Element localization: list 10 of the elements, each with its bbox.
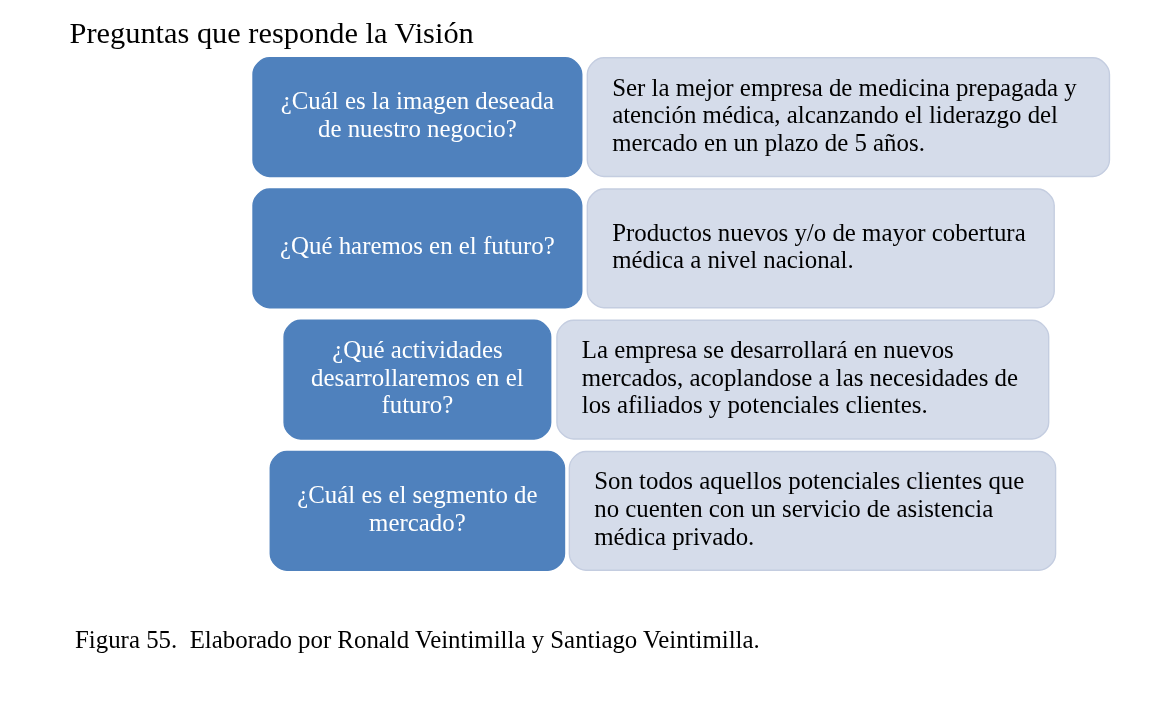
diagram-title: Preguntas que responde la Visión bbox=[69, 16, 474, 51]
node-box: ¿Qué haremos en el futuro? bbox=[251, 188, 582, 309]
caption: Figura 55. Elaborado por Ronald Veintimilla y Santiago Veintimilla. bbox=[74, 626, 760, 654]
node-box: Ser la mejor empresa de medicina prepagada y atención médica, alcanzando el liderazgo del mercado en un plazo de 5 años. bbox=[586, 57, 1110, 178]
node-box: ¿Cuál es la imagen deseada de nuestro negocio? bbox=[251, 57, 582, 178]
node-box: ¿Qué actividades desarrollaremos en el futuro? bbox=[282, 319, 551, 440]
node-box: Son todos aquellos potenciales clientes que no cuenten con un servicio de asistencia médica privado. bbox=[568, 450, 1056, 571]
node-box: Productos nuevos y/o de mayor cobertura médica a nivel nacional. bbox=[586, 188, 1055, 309]
node-box: ¿Cuál es el segmento de mercado? bbox=[269, 450, 565, 571]
node-box: La empresa se desarrollará en nuevos mercados, acoplandose a las necesidades de los afiliados y potenciales clientes. bbox=[555, 319, 1049, 440]
